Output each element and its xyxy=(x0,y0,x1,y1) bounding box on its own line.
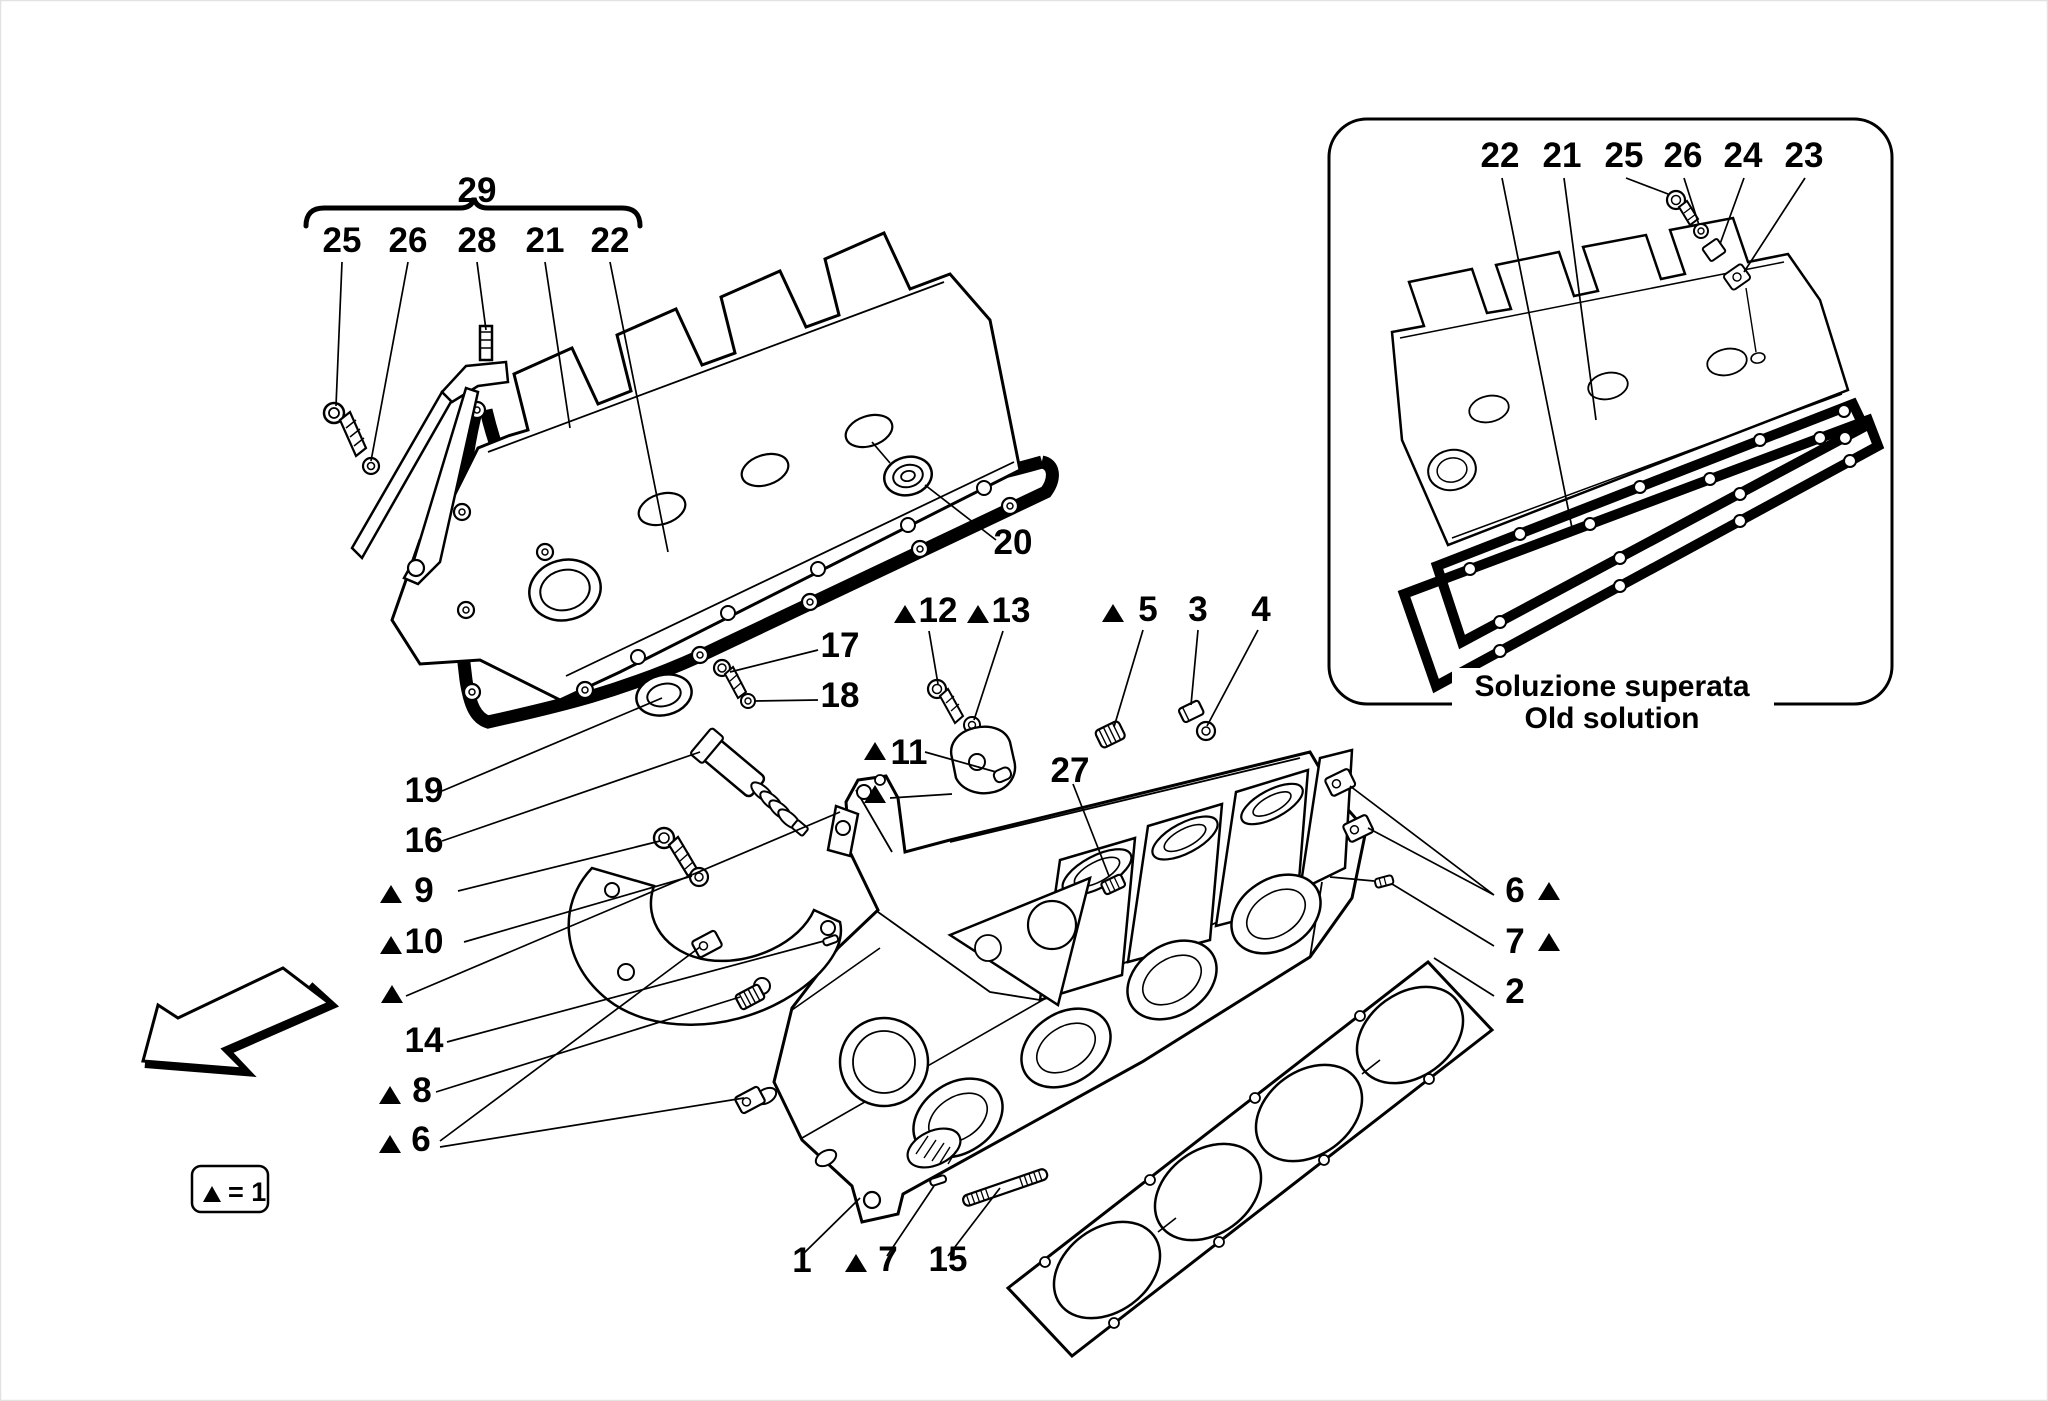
grommet xyxy=(883,455,933,497)
callout-28: 28 xyxy=(458,221,497,260)
callout-11: 11 xyxy=(891,733,928,772)
callout-10: 10 xyxy=(405,922,444,961)
inset-callout-21: 21 xyxy=(1543,136,1582,175)
dowel-14 xyxy=(822,934,840,947)
triangle-marker xyxy=(1102,604,1124,622)
triangle-marker xyxy=(1538,933,1560,951)
callout-2: 2 xyxy=(1505,972,1524,1011)
clamp-11 xyxy=(949,725,1017,795)
grommet-hole xyxy=(844,413,894,449)
plug-6b xyxy=(734,1085,766,1115)
callout-4: 4 xyxy=(1251,590,1271,629)
callout-1: 1 xyxy=(792,1241,811,1280)
bolt-9 xyxy=(652,826,699,878)
inset-callouts: 22 21 25 26 24 23 xyxy=(1481,136,1824,175)
callout-18: 18 xyxy=(821,676,860,715)
support-bracket xyxy=(350,324,510,586)
triangle-marker xyxy=(380,885,402,903)
callout-12: 12 xyxy=(919,591,958,630)
callout-21: 21 xyxy=(526,221,565,260)
triangle-marker xyxy=(379,1086,401,1104)
tensioner xyxy=(690,727,809,837)
triangle-marker xyxy=(379,1135,401,1153)
grub-27 xyxy=(1100,873,1127,896)
callout-16: 16 xyxy=(405,821,444,860)
callout-20: 20 xyxy=(994,523,1033,562)
plug-6r2 xyxy=(1342,814,1375,843)
bolt-17 xyxy=(712,658,748,700)
inset-cover xyxy=(1390,216,1850,547)
arrow-outline xyxy=(141,966,332,1071)
washer-18 xyxy=(740,693,756,709)
inset-hardware-chain xyxy=(1665,189,1757,353)
stud-7r xyxy=(1373,874,1395,889)
inset-callout-22: 22 xyxy=(1481,136,1520,175)
direction-arrow xyxy=(141,966,340,1078)
callout-29: 29 xyxy=(458,171,497,210)
triangle-marker xyxy=(864,785,886,803)
triangle-marker xyxy=(1538,882,1560,900)
callout-labels: 29 25 26 28 21 22 20 17 18 19 16 9 10 14… xyxy=(303,171,1560,1280)
spacer-3 xyxy=(1177,699,1205,724)
triangle-marker xyxy=(864,742,886,760)
triangle-marker xyxy=(967,605,989,623)
dowel-7b xyxy=(929,1174,948,1187)
callout-27: 27 xyxy=(1051,751,1090,790)
callout-6-right: 6 xyxy=(1505,871,1524,910)
inset-callout-24: 24 xyxy=(1724,136,1763,175)
callout-13: 13 xyxy=(992,591,1031,630)
callout-17: 17 xyxy=(821,626,860,665)
inset-callout-25: 25 xyxy=(1605,136,1644,175)
inset-gasket-eyelets xyxy=(1463,404,1857,658)
leader-lines xyxy=(335,261,1495,1257)
inset-title-mask xyxy=(1452,668,1774,708)
callout-7-right: 7 xyxy=(1505,922,1524,961)
head-gasket xyxy=(1005,959,1495,1359)
callout-19: 19 xyxy=(405,771,444,810)
group-brace xyxy=(303,197,643,229)
callout-15: 15 xyxy=(929,1240,968,1279)
cylinder-head xyxy=(567,658,1395,1224)
valve-cover-assembly xyxy=(322,231,1059,729)
stud-15 xyxy=(962,1168,1049,1207)
callout-26: 26 xyxy=(389,221,428,260)
triangle-marker xyxy=(845,1254,867,1272)
inset-leader-lines xyxy=(1501,177,1806,529)
inset-title-italian: Soluzione superata xyxy=(1474,670,1749,703)
grub-8 xyxy=(734,983,766,1011)
spark-well-hole xyxy=(740,452,790,488)
bumper-5 xyxy=(1094,720,1126,749)
triangle-marker xyxy=(381,985,403,1003)
old-solution-inset: 22 21 25 26 24 23 Soluzione superata Old… xyxy=(1327,117,1894,735)
stud xyxy=(478,324,494,362)
legend-box: = 1 xyxy=(190,1164,270,1214)
triangle-marker xyxy=(380,936,402,954)
callout-7-bottom: 7 xyxy=(878,1240,897,1279)
inset-title-english: Old solution xyxy=(1525,702,1700,735)
inset-callout-23: 23 xyxy=(1785,136,1824,175)
callout-22: 22 xyxy=(591,221,630,260)
front-brace-plate xyxy=(947,875,1092,1007)
callout-5: 5 xyxy=(1138,590,1157,629)
cover-screw xyxy=(322,401,368,458)
inset-callout-26: 26 xyxy=(1664,136,1703,175)
plug-6r1 xyxy=(1324,768,1357,797)
threaded-boss xyxy=(906,1127,962,1169)
foot-hole xyxy=(862,1190,882,1210)
callout-25: 25 xyxy=(323,221,362,260)
triangle-marker xyxy=(894,605,916,623)
legend-triangle-icon xyxy=(203,1186,221,1202)
washer-4 xyxy=(1195,720,1217,742)
inset-inner-gasket xyxy=(1430,397,1871,650)
combustion-chambers xyxy=(912,873,1322,1159)
callout-14: 14 xyxy=(405,1021,444,1060)
callout-9: 9 xyxy=(414,871,433,910)
callout-6-left: 6 xyxy=(411,1120,430,1159)
callout-3: 3 xyxy=(1188,590,1207,629)
callout-8: 8 xyxy=(412,1071,431,1110)
legend-text: = 1 xyxy=(228,1177,266,1207)
washer-10 xyxy=(688,866,710,888)
